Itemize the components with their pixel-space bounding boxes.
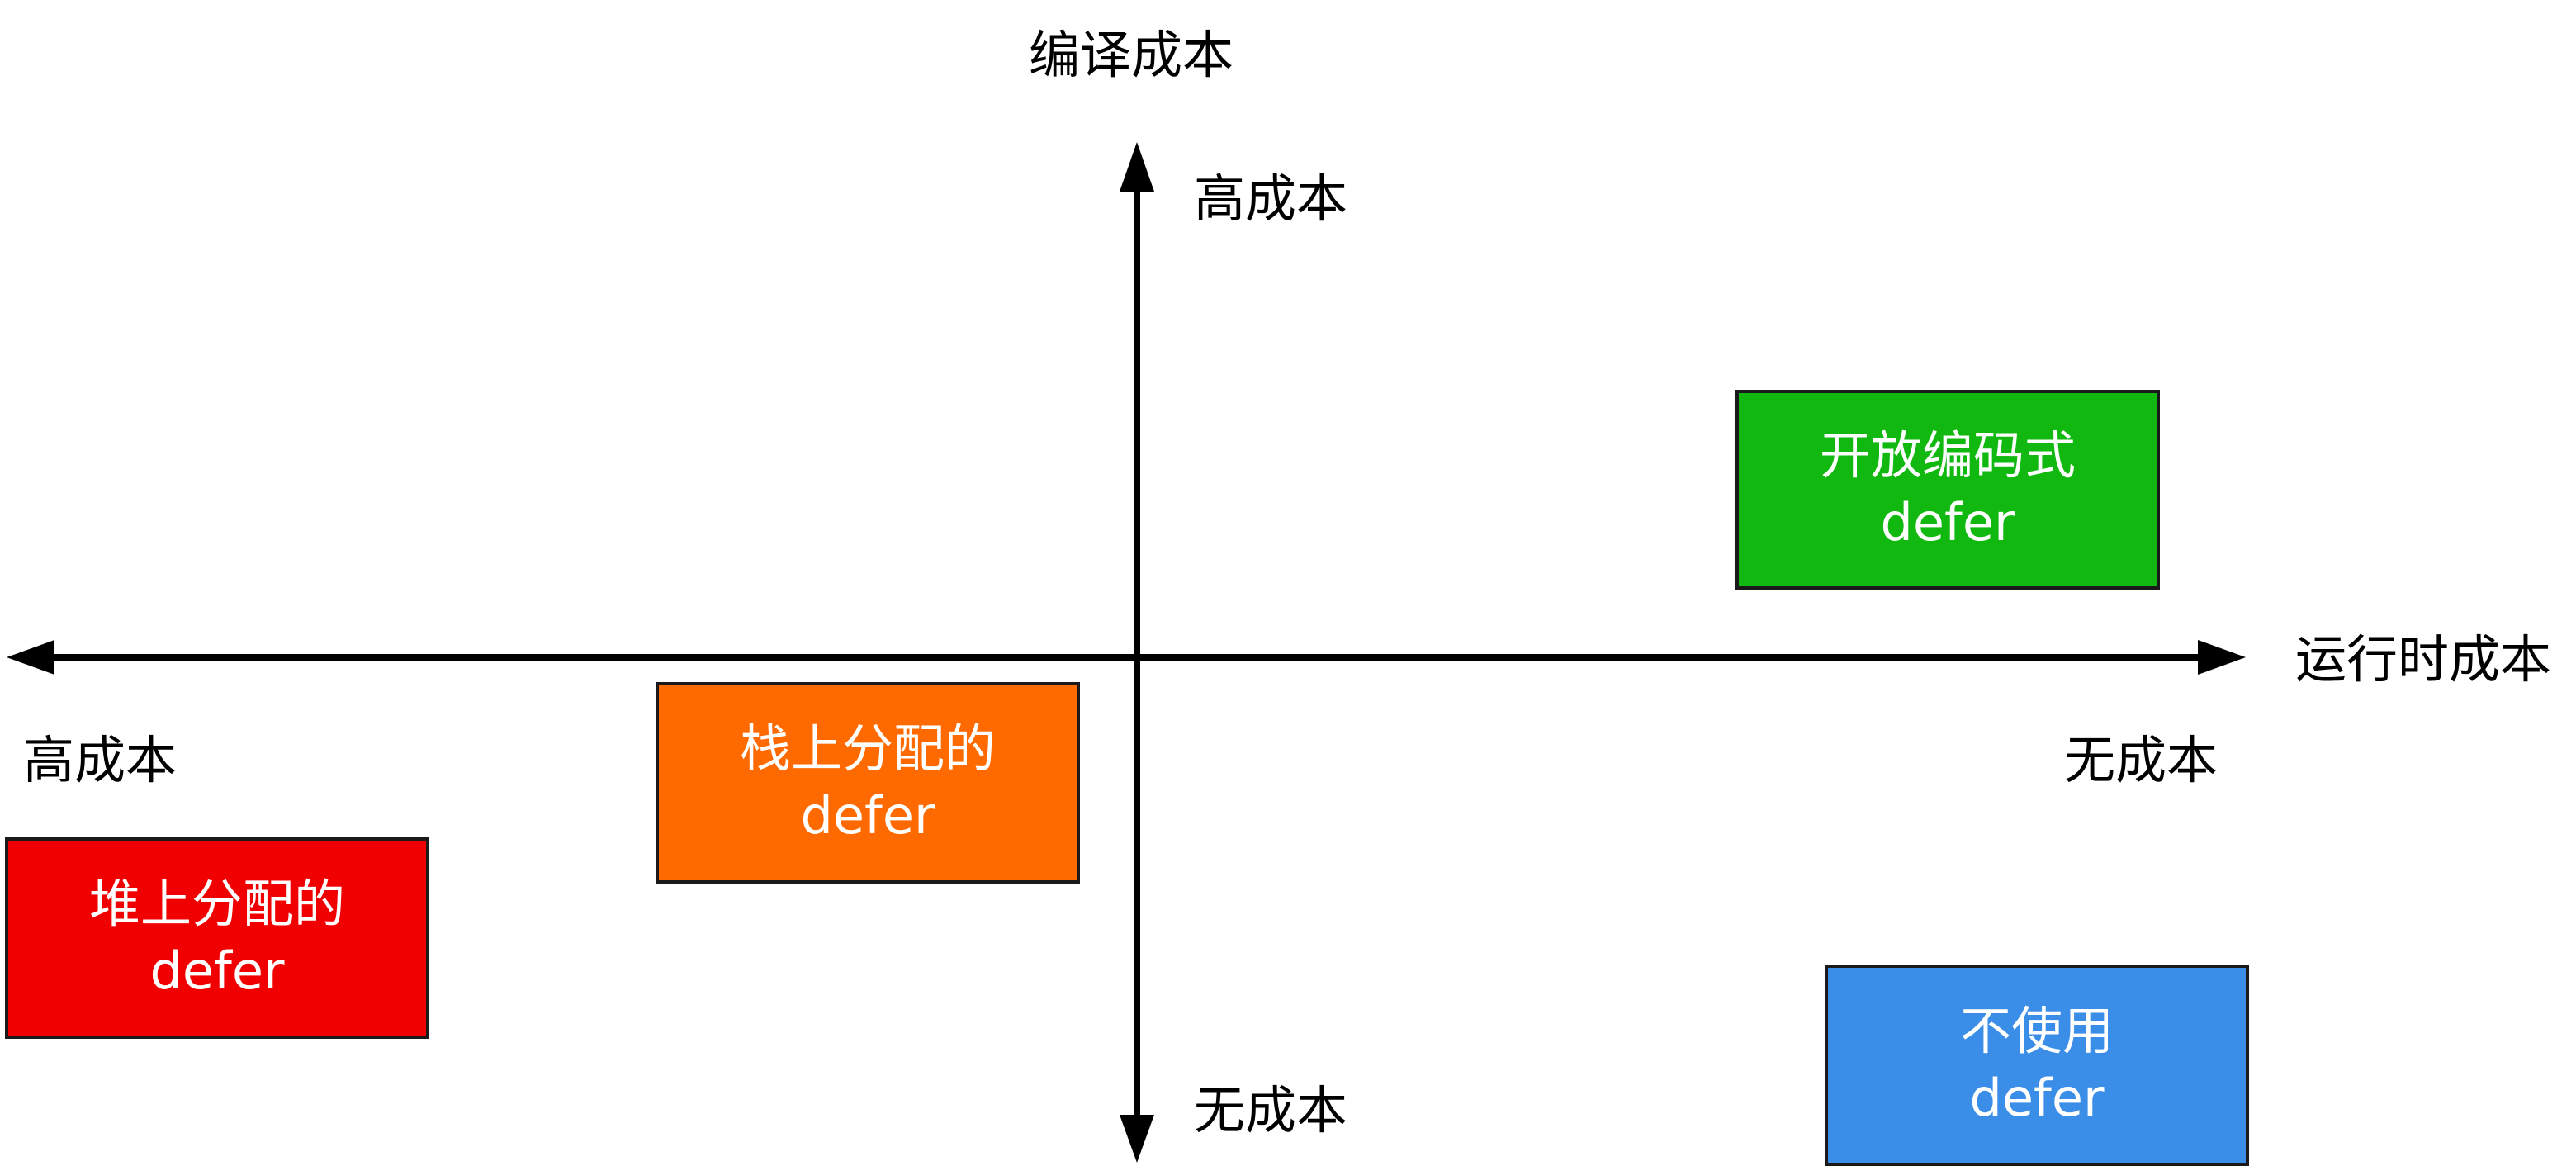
stack-allocated-defer-line1: 栈上分配的: [739, 718, 996, 780]
horizontal-axis-arrow-left: [7, 640, 54, 675]
open-coded-defer-box: 开放编码式 defer: [1735, 390, 2160, 590]
heap-allocated-defer-line2: defer: [149, 941, 285, 1001]
horizontal-axis-right-label: 无成本: [2064, 730, 2218, 790]
vertical-axis-bottom-label: 无成本: [1194, 1080, 1348, 1140]
stack-allocated-defer-box: 栈上分配的 defer: [656, 682, 1080, 884]
horizontal-axis-title: 运行时成本: [2295, 629, 2552, 690]
no-defer-box: 不使用 defer: [1825, 965, 2249, 1166]
no-defer-line1: 不使用: [1959, 1001, 2114, 1062]
open-coded-defer-line2: defer: [1880, 492, 2015, 552]
open-coded-defer-line1: 开放编码式: [1819, 425, 2076, 486]
no-defer-line2: defer: [1969, 1068, 2105, 1128]
horizontal-axis-left-label: 高成本: [23, 730, 178, 790]
heap-allocated-defer-box: 堆上分配的 defer: [5, 837, 429, 1039]
vertical-axis-title: 编译成本: [1029, 25, 1234, 85]
vertical-axis-arrow-up: [1120, 142, 1154, 192]
horizontal-axis-arrow-right: [2198, 640, 2246, 675]
vertical-axis-arrow-down: [1120, 1115, 1154, 1163]
heap-allocated-defer-line1: 堆上分配的: [88, 874, 345, 935]
stack-allocated-defer-line2: defer: [800, 785, 935, 846]
vertical-axis-top-label: 高成本: [1194, 168, 1348, 229]
